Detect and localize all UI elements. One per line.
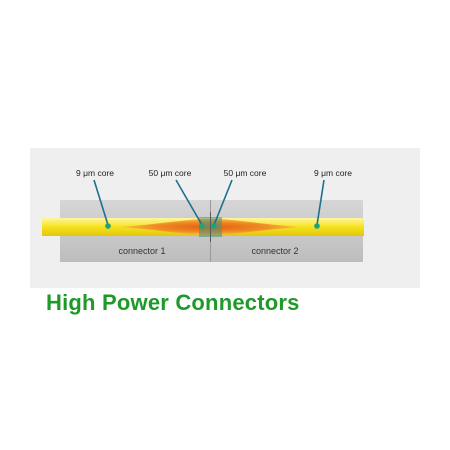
connector-2-label: connector 2 <box>251 246 298 256</box>
leader-dot-4 <box>314 223 320 229</box>
callout-label-4: 9 μm core <box>314 168 352 178</box>
leader-dot-3 <box>211 223 217 229</box>
diagram-caption: High Power Connectors <box>46 290 300 315</box>
leader-line-3 <box>213 179 233 226</box>
connector-1-label: connector 1 <box>118 246 165 256</box>
leader-line-4 <box>316 179 325 226</box>
callout-label-2: 50 μm core <box>149 168 192 178</box>
leader-dot-1 <box>105 223 111 229</box>
callout-label-3: 50 μm core <box>224 168 267 178</box>
leader-dot-2 <box>199 223 205 229</box>
callout-label-1: 9 μm core <box>76 168 114 178</box>
leader-line-1 <box>93 179 109 226</box>
leader-line-2 <box>175 179 203 226</box>
